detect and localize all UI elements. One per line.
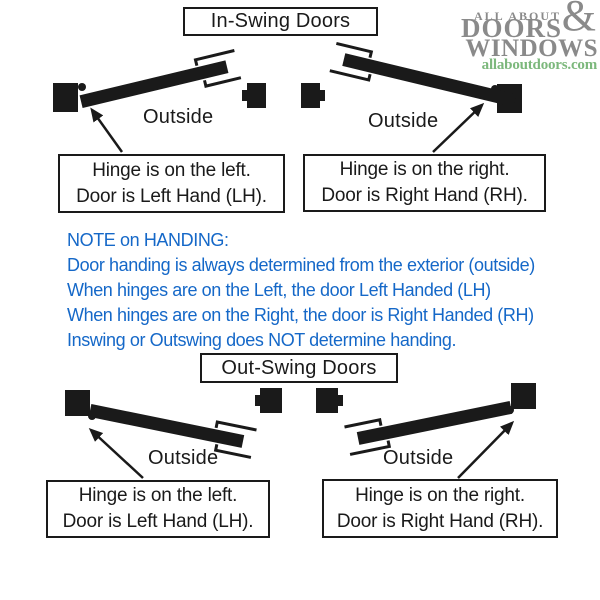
strike-tab (320, 90, 325, 101)
note-line: Door handing is always determined from t… (67, 255, 535, 275)
pointer-arrow (88, 427, 144, 479)
latch-jambs-outswing (255, 388, 343, 413)
hinge-jamb-block (511, 383, 536, 409)
note-line: When hinges are on the Right, the door i… (67, 305, 534, 325)
latch-jamb-block (247, 83, 266, 108)
company-logo: ALL ABOUT & DOORS WINDOWS allaboutdoors.… (460, 0, 598, 74)
pointer-arrow (90, 107, 124, 153)
note-line: When hinges are on the Left, the door Le… (67, 280, 491, 300)
logo-all-about-text: ALL ABOUT (473, 9, 561, 23)
strike-tab (242, 90, 247, 101)
callout-line: Door is Left Hand (LH). (62, 511, 254, 532)
logo-doors-text: DOORS (460, 13, 562, 43)
outside-label-inswing-left: Outside (143, 106, 214, 128)
strike-tab (338, 395, 343, 406)
hinge-jamb-block (53, 83, 78, 112)
note-line: NOTE on HANDING: (67, 230, 229, 250)
latch-hook-top (349, 440, 392, 456)
latch-jambs-inswing (242, 83, 325, 108)
diagram-outswing-right-hand (344, 383, 536, 479)
callout-inswing-right-hand: Hinge is on the right. Door is Right Han… (303, 154, 546, 212)
door-slab (342, 53, 517, 108)
door-slab (356, 401, 513, 445)
outside-label-outswing-right: Outside (383, 447, 454, 469)
logo-ampersand: & (561, 0, 596, 40)
callout-line: Hinge is on the right. (339, 159, 510, 180)
callout-outswing-left-hand: Hinge is on the left. Door is Left Hand … (46, 480, 270, 538)
latch-hook-top (193, 49, 235, 67)
latch-hook-bottom (213, 444, 252, 459)
hinge-jamb-block (65, 390, 90, 416)
pointer-arrow (457, 420, 515, 479)
callout-line: Hinge is on the left. (92, 159, 251, 181)
callout-outswing-right-hand: Hinge is on the right. Door is Right Han… (322, 479, 558, 538)
callout-line: Hinge is on the right. (355, 484, 525, 506)
callout-line: Door is Left Hand (LH). (76, 185, 267, 207)
door-slab (79, 60, 229, 109)
outside-label-outswing-left: Outside (148, 447, 219, 469)
section-title-inswing: In-Swing Doors (183, 7, 378, 36)
diagram-inswing-right-hand (329, 41, 522, 153)
logo-website-url: allaboutdoors.com (481, 57, 598, 73)
note-line: Inswing or Outswing does NOT determine h… (67, 330, 457, 350)
latch-jamb-block (301, 83, 320, 108)
latch-hook-top (214, 420, 257, 432)
latch-jamb-block (316, 388, 338, 413)
callout-inswing-left-hand: Hinge is on the left. Door is Left Hand … (58, 154, 285, 213)
callout-line: Door is Right Hand (RH). (336, 510, 544, 532)
pointer-arrow (432, 102, 485, 153)
strike-tab (255, 395, 260, 406)
callout-line: Door is Right Hand (RH). (321, 185, 528, 206)
door-slab (88, 404, 245, 448)
latch-hook-top (329, 69, 372, 82)
hinge-pin (78, 83, 86, 91)
callout-line: Hinge is on the left. (78, 485, 238, 506)
diagram-inswing-left-hand (53, 49, 242, 153)
handing-note: NOTE on HANDING: Door handing is always … (67, 228, 535, 353)
section-title-outswing: Out-Swing Doors (200, 353, 398, 383)
logo-windows-text: WINDOWS (465, 35, 598, 62)
latch-hook-bottom (344, 418, 383, 429)
latch-hook-bottom (336, 41, 374, 59)
latch-jamb-block (260, 388, 282, 413)
latch-hook-bottom (203, 76, 242, 88)
outside-label-inswing-right: Outside (368, 110, 439, 132)
diagram-outswing-left-hand (65, 390, 257, 479)
